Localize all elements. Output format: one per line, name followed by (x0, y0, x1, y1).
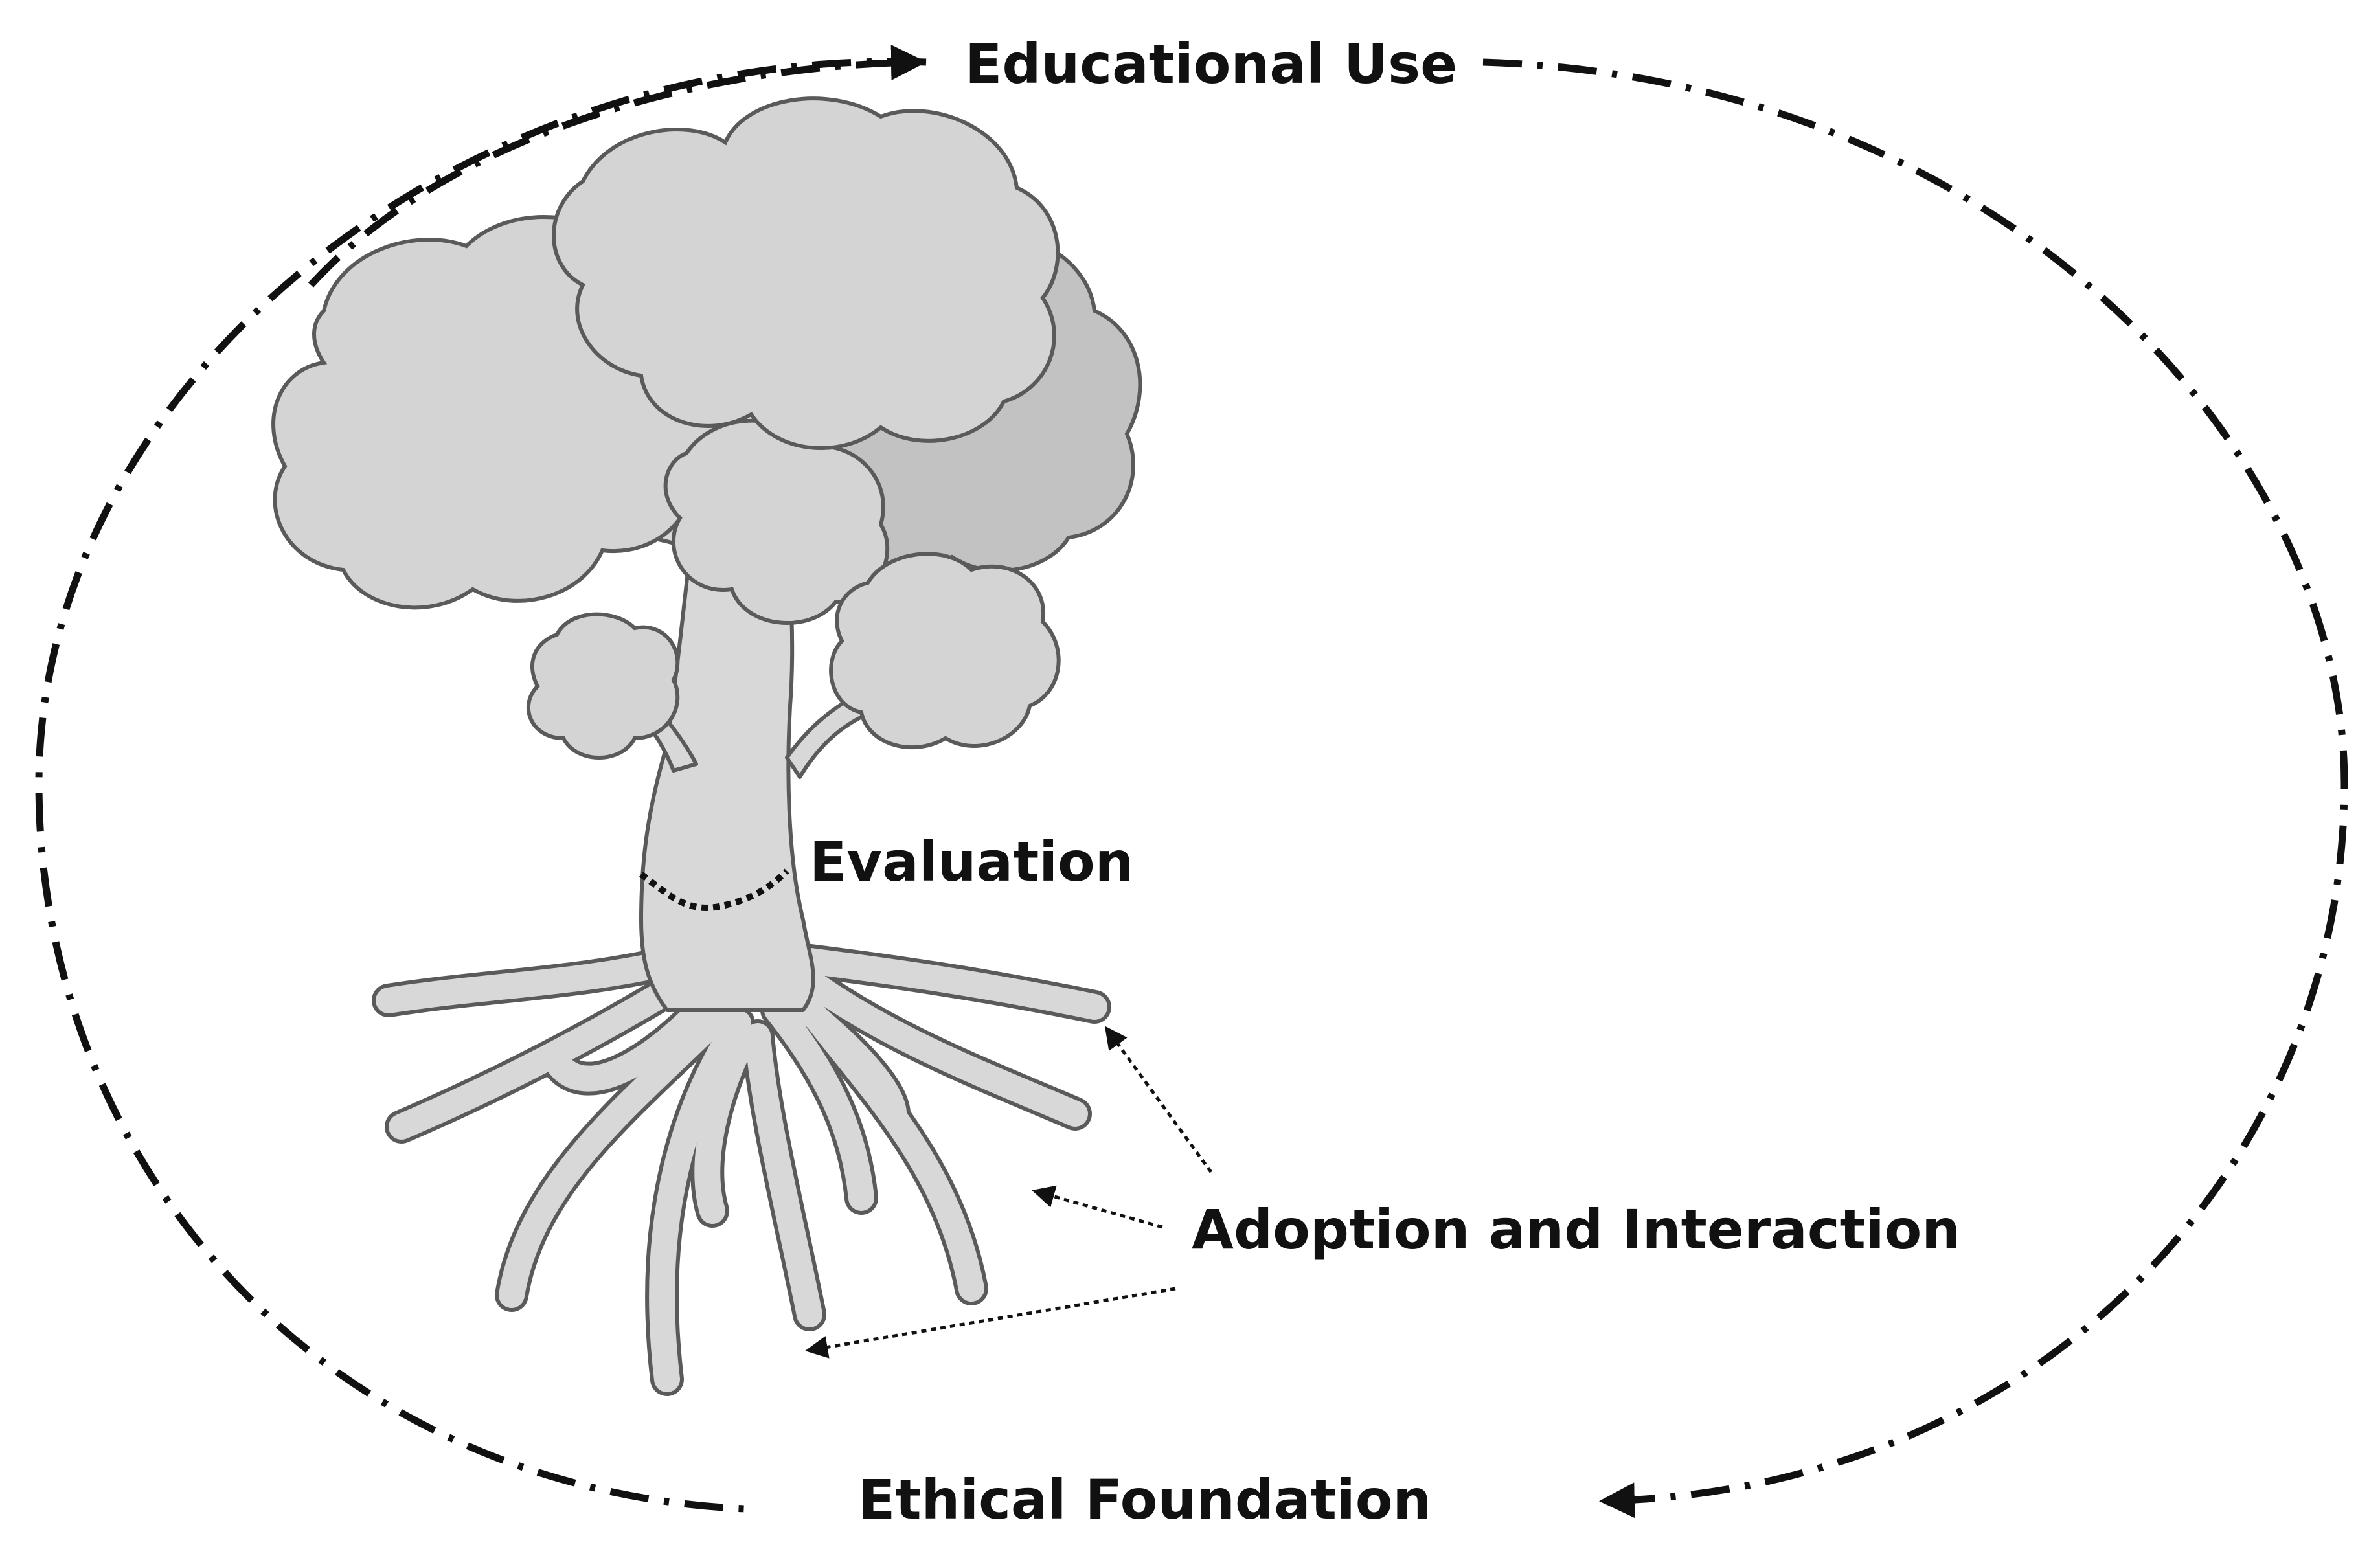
pointer-to-bottom-root (805, 1287, 1176, 1359)
label-educational-use: Educational Use (965, 32, 1457, 96)
cycle-loop (35, 45, 2348, 1519)
tree-roots (372, 942, 1111, 1396)
pointer-to-middle-root (1032, 1185, 1163, 1229)
cycle-arc-top-left-arrow (308, 45, 927, 288)
adoption-pointers (805, 1026, 1213, 1359)
label-evaluation: Evaluation (810, 830, 1134, 894)
crown-top (552, 96, 1060, 451)
cycle-arc-right (1482, 58, 2348, 1519)
evaluation-boundary (639, 868, 789, 911)
pointer-to-right-root (1104, 1026, 1213, 1173)
tree-icon (271, 96, 1142, 1396)
label-adoption-and-interaction: Adoption and Interaction (1192, 1198, 1960, 1261)
crown-small-left (526, 612, 680, 760)
crown-right (829, 552, 1061, 749)
tree-crown (271, 96, 1142, 760)
cycle-arc-left (35, 58, 927, 1513)
label-ethical-foundation: Ethical Foundation (858, 1468, 1431, 1531)
